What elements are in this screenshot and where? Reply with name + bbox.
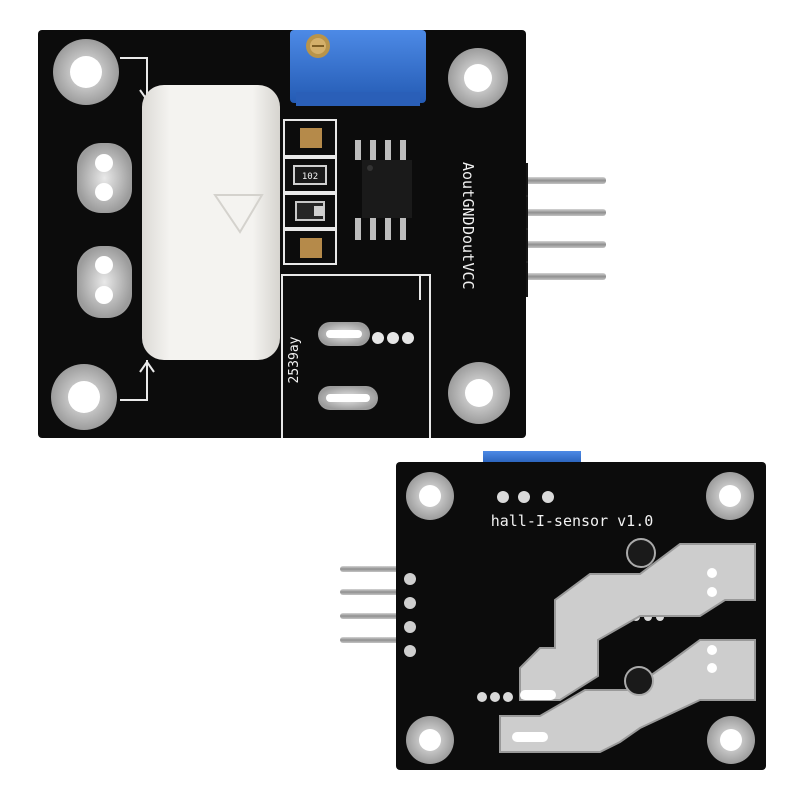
back-header-pins (340, 566, 402, 643)
current-traces (499, 538, 756, 753)
ic-chip (355, 140, 412, 240)
pin-label-vcc: VCC (459, 262, 477, 289)
slot-pads (318, 322, 414, 410)
header-solder-joints (404, 573, 416, 657)
silkscreen-outline (281, 274, 431, 438)
potentiometer (290, 30, 426, 106)
pin-label-aout: Aout (459, 162, 477, 198)
terminal-pads (77, 143, 132, 318)
pin-label-dout: Dout (459, 226, 477, 262)
back-mounting-hole-icon (406, 472, 755, 764)
pin-labels: Aout GND Dout VCC (459, 162, 477, 290)
hall-sensor-body (142, 85, 280, 360)
pin-label-gnd: GND (459, 198, 477, 225)
back-potentiometer (483, 451, 581, 465)
mounting-hole-icon (51, 39, 510, 430)
back-title-marking: hall-I-sensor v1.0 (491, 512, 654, 530)
resistor-marking: 102 (302, 172, 318, 182)
smd-components: 102 (283, 119, 337, 265)
back-board: hall-I-sensor v1.0 (340, 451, 766, 770)
front-board: 102 Aout GND Dout VCC (38, 30, 606, 438)
board-marking: 2539ay (287, 336, 302, 383)
